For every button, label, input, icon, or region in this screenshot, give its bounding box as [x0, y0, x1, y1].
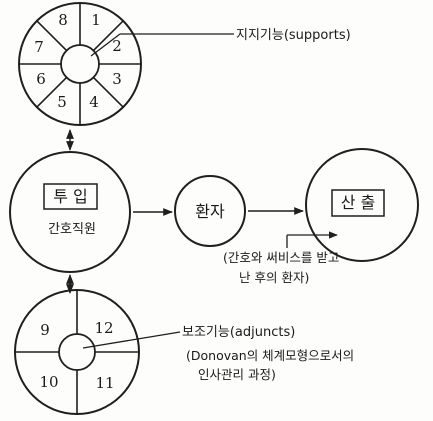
supports-label: 지지기능(supports)	[236, 28, 351, 43]
patient-label: 환자	[195, 202, 225, 221]
input-node: 투 입 간호직원	[9, 151, 131, 273]
input-subtitle: 간호직원	[48, 222, 96, 237]
output-node: 산 출	[286, 148, 419, 262]
adjuncts-wheel-hub	[58, 333, 96, 371]
adjuncts-label: 보조기능(adjuncts)	[182, 325, 295, 340]
supports-segment-label: 5	[57, 93, 67, 111]
input-title-box	[43, 183, 98, 210]
output-note-line1: (간호와 써비스를 받고	[223, 250, 339, 265]
supports-segment-label: 8	[58, 11, 68, 29]
supports-spoke	[36, 76, 68, 108]
supports-leader-line	[90, 33, 121, 57]
adjuncts-segment-label: 9	[40, 321, 50, 339]
supports-segment-label: 6	[36, 70, 46, 88]
supports-segment-label: 3	[112, 70, 122, 88]
supports-wheel-hub	[60, 44, 100, 84]
output-circle	[305, 148, 419, 262]
output-note-line2: 난 후의 환자)	[239, 270, 309, 285]
input-circle	[9, 151, 131, 273]
patient-circle	[174, 175, 246, 247]
supports-segment-label: 4	[89, 93, 99, 111]
supports-segment-label: 1	[91, 11, 101, 29]
supports-spoke	[36, 20, 68, 52]
supports-segment-label: 7	[34, 38, 44, 56]
output-title-box	[331, 189, 385, 217]
patient-node: 환자	[174, 175, 246, 247]
process-note-line2: 인사관리 과정)	[198, 367, 276, 382]
supports-segment-label: 2	[112, 37, 122, 55]
adjuncts-segment-label: 12	[94, 319, 113, 337]
adjuncts-leader-line	[82, 331, 181, 349]
input-title: 투 입	[53, 187, 88, 206]
output-title: 산 출	[341, 193, 376, 212]
supports-wheel: 1 2 3 4 5 6 7 8 지지기능(supports)	[18, 2, 351, 126]
supports-spoke	[92, 76, 124, 108]
adjuncts-segment-label: 11	[95, 374, 114, 392]
supports-spoke	[92, 20, 124, 52]
process-note-line1: (Donovan의 체계모형으로서의	[186, 348, 354, 363]
adjuncts-segment-label: 10	[39, 373, 58, 391]
adjuncts-wheel: 9 12 11 10 보조기능(adjuncts)	[14, 289, 295, 415]
